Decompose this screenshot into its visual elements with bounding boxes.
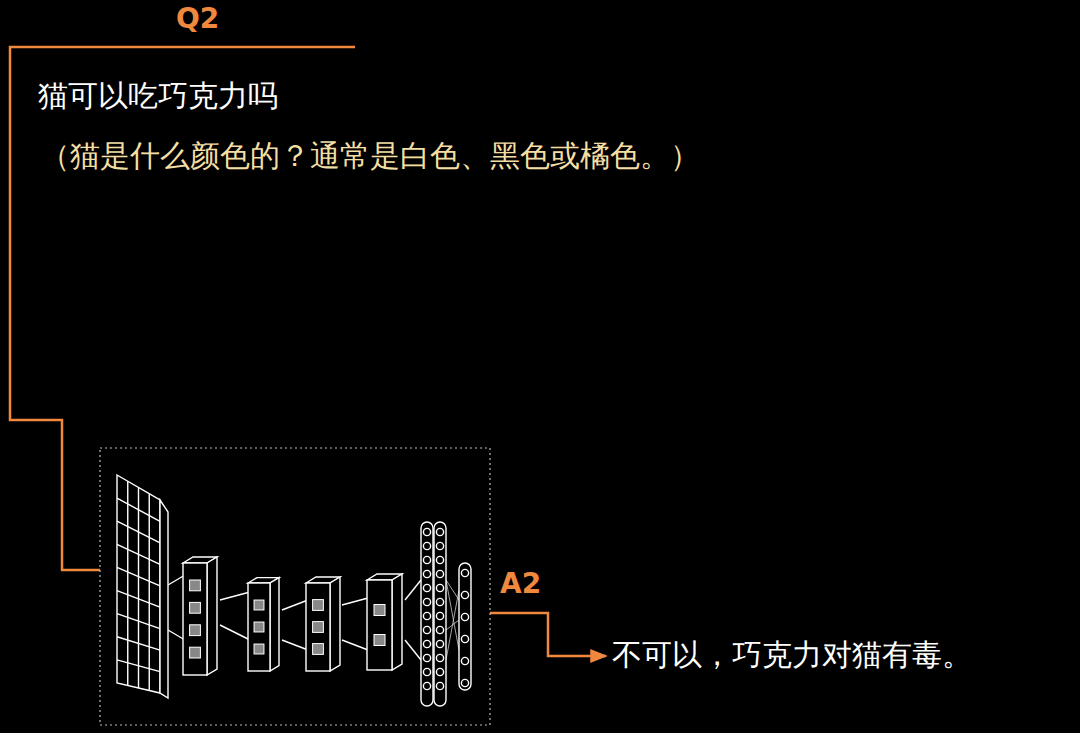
question-text: 猫可以吃巧克力吗 — [38, 78, 278, 114]
section-number: Q2 — [176, 2, 219, 36]
answer-text: 不可以，巧克力对猫有毒。 — [612, 637, 972, 673]
neural-net — [117, 475, 471, 706]
model-frame — [100, 448, 490, 725]
answer-number: A2 — [500, 567, 541, 601]
context-note: （猫是什么颜色的？通常是白色、黑色或橘色。） — [40, 138, 700, 174]
